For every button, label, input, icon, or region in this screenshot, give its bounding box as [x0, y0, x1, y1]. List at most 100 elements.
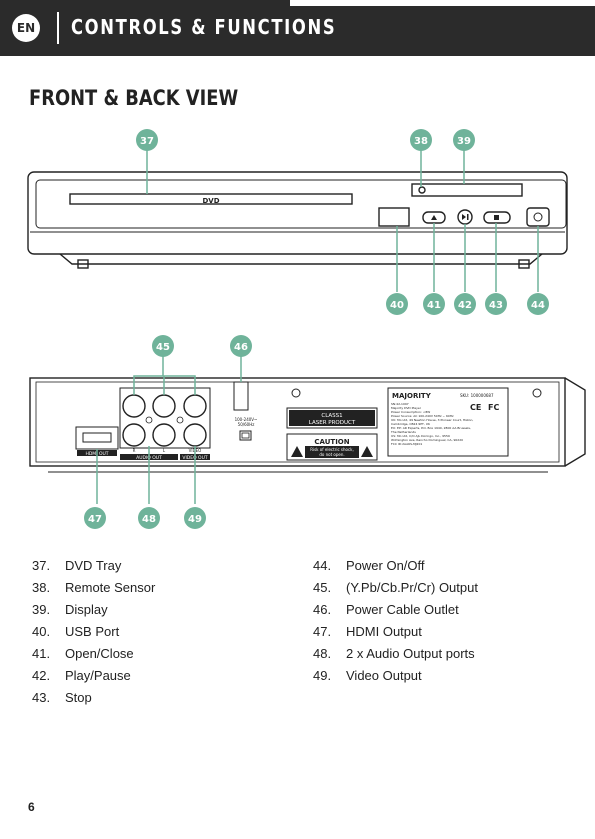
hdmi-port	[75, 426, 119, 450]
electric-warning-icon	[291, 446, 303, 457]
section-title: FRONT & BACK VIEW	[29, 86, 239, 110]
item-number: 49.	[313, 668, 332, 683]
callout-43: 43	[485, 293, 507, 315]
audio-l-label: L	[163, 448, 166, 453]
eject-icon	[431, 215, 437, 220]
callout-37-text: 37	[140, 136, 154, 147]
front-foot-right	[518, 259, 530, 269]
caution-title: CAUTION	[314, 438, 349, 446]
callout-49-text: 49	[188, 514, 202, 525]
item-number: 46.	[313, 602, 332, 617]
item-number: 38.	[32, 580, 51, 595]
audio-jack-r	[122, 423, 146, 447]
spec-line-1: Majority DVD Player	[391, 406, 422, 410]
item-number: 40.	[32, 624, 51, 639]
usb-port	[378, 207, 410, 227]
callout-42-text: 42	[458, 300, 472, 311]
double-insulation-icon	[239, 430, 252, 441]
callout-43-text: 43	[489, 300, 503, 311]
front-panel-base	[59, 253, 543, 265]
back-screw-left	[291, 388, 301, 398]
remote-sensor	[418, 186, 426, 194]
callout-46-text: 46	[234, 342, 248, 353]
front-leaders	[146, 150, 539, 292]
spec-line-0: SN:42-1097	[391, 402, 409, 406]
page-title: CONTROLS & FUNCTIONS	[71, 15, 337, 39]
power-rating-box: 100-240V~ 50/60Hz	[235, 417, 258, 427]
spec-line-2: Power Consumption: <8W	[391, 410, 430, 414]
spec-line-8: US: Mo Ltd, C/O AJL Doringo, Inc., 9559	[391, 434, 450, 438]
laser-label-bg	[289, 410, 375, 426]
spec-line-7: The Netherlands	[390, 430, 416, 434]
item-label: 2 x Audio Output ports	[346, 646, 475, 661]
spec-line-3: Power Source: AC 100-240V 50Hz ~ 60Hz	[391, 414, 454, 418]
callout-44: 44	[527, 293, 549, 315]
callout-41: 41	[423, 293, 445, 315]
back-panel-side	[564, 377, 586, 467]
caution-text-bg	[305, 446, 359, 458]
spec-line-5: Cambridge, CB24 9PT, UK	[391, 422, 431, 426]
item-number: 44.	[313, 558, 332, 573]
spec-lines: SN:42-1097 Majority DVD Player Power Con…	[390, 402, 473, 446]
video-jack	[183, 423, 207, 447]
item-label: Stop	[65, 690, 92, 705]
dvd-tray	[69, 193, 353, 205]
callout-38: 38	[410, 129, 432, 151]
header-strip	[290, 0, 595, 6]
item-number: 47.	[313, 624, 332, 639]
display-window	[411, 183, 523, 197]
item-label: HDMI Output	[346, 624, 422, 639]
callout-38-text: 38	[414, 136, 428, 147]
laser-label	[286, 407, 378, 429]
component-jack-pr	[183, 394, 207, 418]
caution-line1: Risk of electric shock,	[310, 447, 354, 452]
fc-mark-icon: FC	[488, 403, 499, 412]
back-panel-inner	[35, 381, 560, 463]
component-jack-pb	[152, 394, 176, 418]
item-number: 45.	[313, 580, 332, 595]
item-label: Remote Sensor	[65, 580, 156, 595]
device-diagram: DVD 37 38 39 40 41 42 43 44	[27, 129, 586, 529]
language-badge: EN	[12, 14, 40, 42]
audio-jack-l	[152, 423, 176, 447]
audio-r-label: R	[133, 448, 136, 453]
callout-39-text: 39	[457, 136, 471, 147]
item-label: Open/Close	[65, 646, 134, 661]
item-label: DVD Tray	[65, 558, 122, 573]
brand-logo: MAJORITY	[392, 392, 432, 400]
component-jack-y	[122, 394, 146, 418]
callout-37: 37	[136, 129, 158, 151]
front-panel-face	[35, 179, 567, 229]
spec-line-6: EU: EP: AR Experts, P.O. Box 1940, 2800 …	[391, 426, 471, 430]
callout-49: 49	[184, 507, 206, 529]
callout-48: 48	[138, 507, 160, 529]
item-number: 48.	[313, 646, 332, 661]
callout-39: 39	[453, 129, 475, 151]
power-cable	[233, 381, 249, 411]
item-label: Power Cable Outlet	[346, 602, 459, 617]
callout-48-text: 48	[142, 514, 156, 525]
caution-label	[286, 433, 378, 461]
callout-40: 40	[386, 293, 408, 315]
item-number: 39.	[32, 602, 51, 617]
callout-47-text: 47	[88, 514, 102, 525]
callout-44-text: 44	[531, 300, 545, 311]
stop-icon	[494, 215, 499, 220]
page-number: 6	[28, 800, 35, 814]
item-number: 41.	[32, 646, 51, 661]
back-leaders	[96, 356, 242, 504]
item-number: 42.	[32, 668, 51, 683]
caution-warning-icon	[361, 446, 373, 457]
front-panel-body	[27, 171, 568, 255]
sku-text: SKU: 100000687	[460, 393, 494, 398]
item-label: Display	[65, 602, 108, 617]
power-button	[526, 207, 550, 227]
front-view	[27, 171, 568, 269]
item-label: Video Output	[346, 668, 422, 683]
spec-line-4: UK: Mo Ltd, 49 Newton House, 3 Pioneer C…	[391, 418, 473, 422]
item-label: Play/Pause	[65, 668, 131, 683]
callout-40-text: 40	[390, 300, 404, 311]
item-label: (Y.Pb/Cb.Pr/Cr) Output	[346, 580, 478, 595]
laser-line2: LASER PRODUCT	[309, 420, 356, 426]
play-pause-icon	[462, 214, 466, 220]
